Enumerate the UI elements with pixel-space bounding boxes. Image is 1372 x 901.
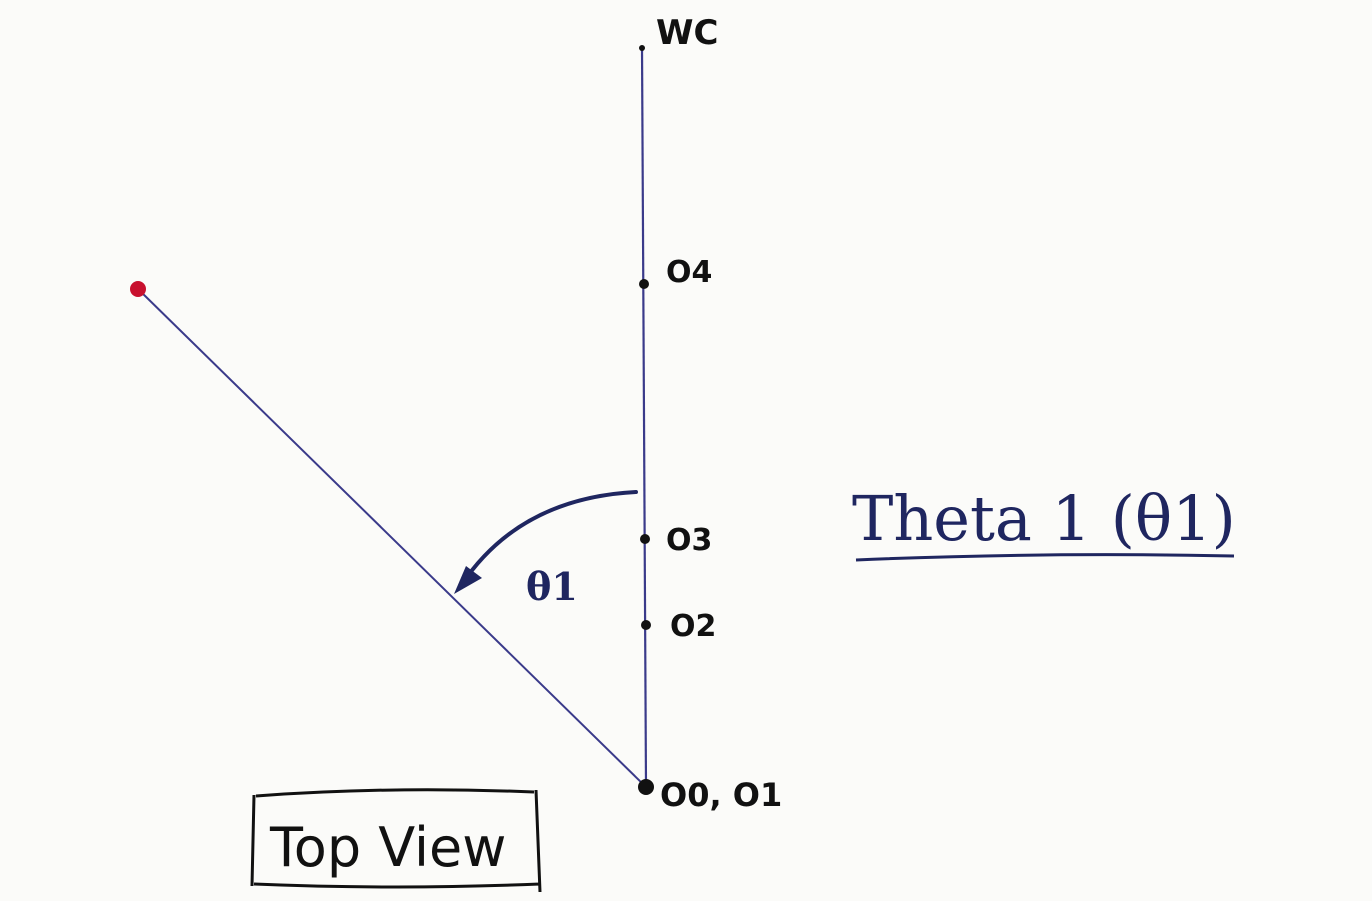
theta-arc-label: θ1 [526, 564, 578, 609]
o3-label: O3 [666, 523, 712, 558]
diagram-title: Theta 1 (θ1) [852, 482, 1236, 555]
view-box [250, 788, 542, 893]
base-point [638, 779, 654, 795]
o2-point [641, 620, 651, 630]
end-effector-point [130, 281, 146, 297]
view-label: Top View [269, 816, 506, 879]
wc-label: WC [656, 13, 718, 53]
wc-point [639, 45, 645, 51]
vertical-link [640, 46, 648, 788]
o4-point [639, 279, 649, 289]
theta-arc-arrowhead [454, 566, 482, 594]
o3-point [640, 534, 650, 544]
rotated-link [137, 288, 647, 788]
base-label: O0, O1 [660, 776, 782, 814]
o2-label: O2 [670, 609, 716, 644]
theta-arc [460, 490, 638, 586]
title-underline [855, 553, 1235, 562]
o4-label: O4 [666, 255, 712, 290]
